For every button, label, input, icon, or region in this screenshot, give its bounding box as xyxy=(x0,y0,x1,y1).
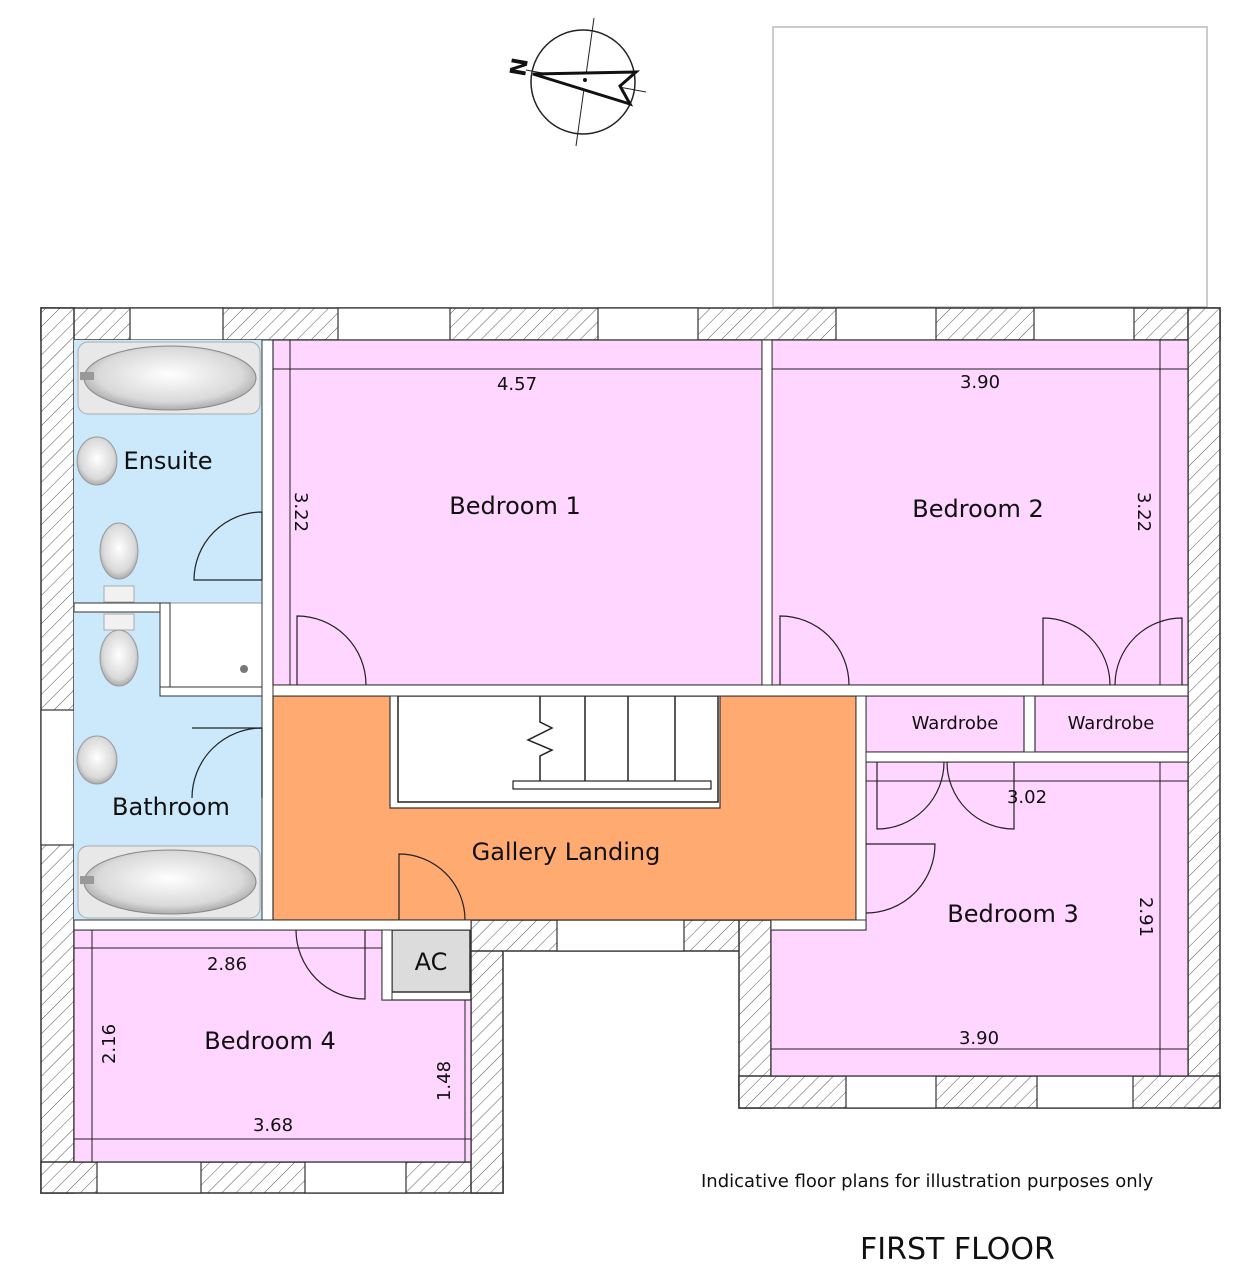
disclaimer-text: Indicative floor plans for illustration … xyxy=(701,1171,1154,1192)
bedroom2-label: Bedroom 2 xyxy=(912,495,1043,523)
bathroom-label: Bathroom xyxy=(112,793,230,821)
bed3-depth-label: 2.91 xyxy=(1135,897,1156,937)
compass-arrow xyxy=(532,70,641,107)
bedroom1-label: Bedroom 1 xyxy=(449,492,580,520)
wardrobe2 xyxy=(1034,695,1189,753)
gallery-landing-label: Gallery Landing xyxy=(472,838,661,866)
floor-title: FIRST FLOOR xyxy=(860,1232,1055,1267)
bed4-bottom-label: 3.68 xyxy=(253,1115,293,1136)
bathtub-ensuite xyxy=(77,341,261,415)
bedroom4-label: Bedroom 4 xyxy=(204,1027,335,1055)
bed3-bottom-label: 3.90 xyxy=(959,1028,999,1049)
ensuite-label: Ensuite xyxy=(124,447,213,475)
wardrobe2-label: Wardrobe xyxy=(1068,713,1155,734)
bed1-width-label: 4.57 xyxy=(497,374,537,395)
bed4-left-label: 2.16 xyxy=(99,1024,120,1064)
bedroom3-label: Bedroom 3 xyxy=(947,900,1078,928)
wardrobe1-label: Wardrobe xyxy=(912,713,999,734)
bathtub-bathroom xyxy=(77,845,261,919)
bed2-width-label: 3.90 xyxy=(960,372,1000,393)
staircase xyxy=(397,695,719,803)
doors xyxy=(191,511,1183,1000)
dimension-lines xyxy=(74,340,1188,1162)
wardrobe1 xyxy=(865,695,1025,753)
bed4-top-label: 2.86 xyxy=(207,954,247,975)
bedroom1-floor xyxy=(272,339,763,686)
plot-outline xyxy=(772,26,1208,308)
north-label: N xyxy=(506,56,534,78)
bed4-right-label: 1.48 xyxy=(434,1061,455,1101)
shower-tray xyxy=(169,602,263,688)
windows xyxy=(40,307,1135,1194)
ac-label: AC xyxy=(415,948,448,976)
basin-bathroom xyxy=(76,735,118,785)
bed2-depth-label: 3.22 xyxy=(1133,492,1154,532)
compass: N xyxy=(506,17,647,147)
toilet-bathroom xyxy=(99,613,139,687)
toilet-ensuite xyxy=(99,522,139,603)
bed3-top-label: 3.02 xyxy=(1007,787,1047,808)
basin-ensuite xyxy=(76,436,118,486)
bed1-depth-label: 3.22 xyxy=(290,492,311,532)
